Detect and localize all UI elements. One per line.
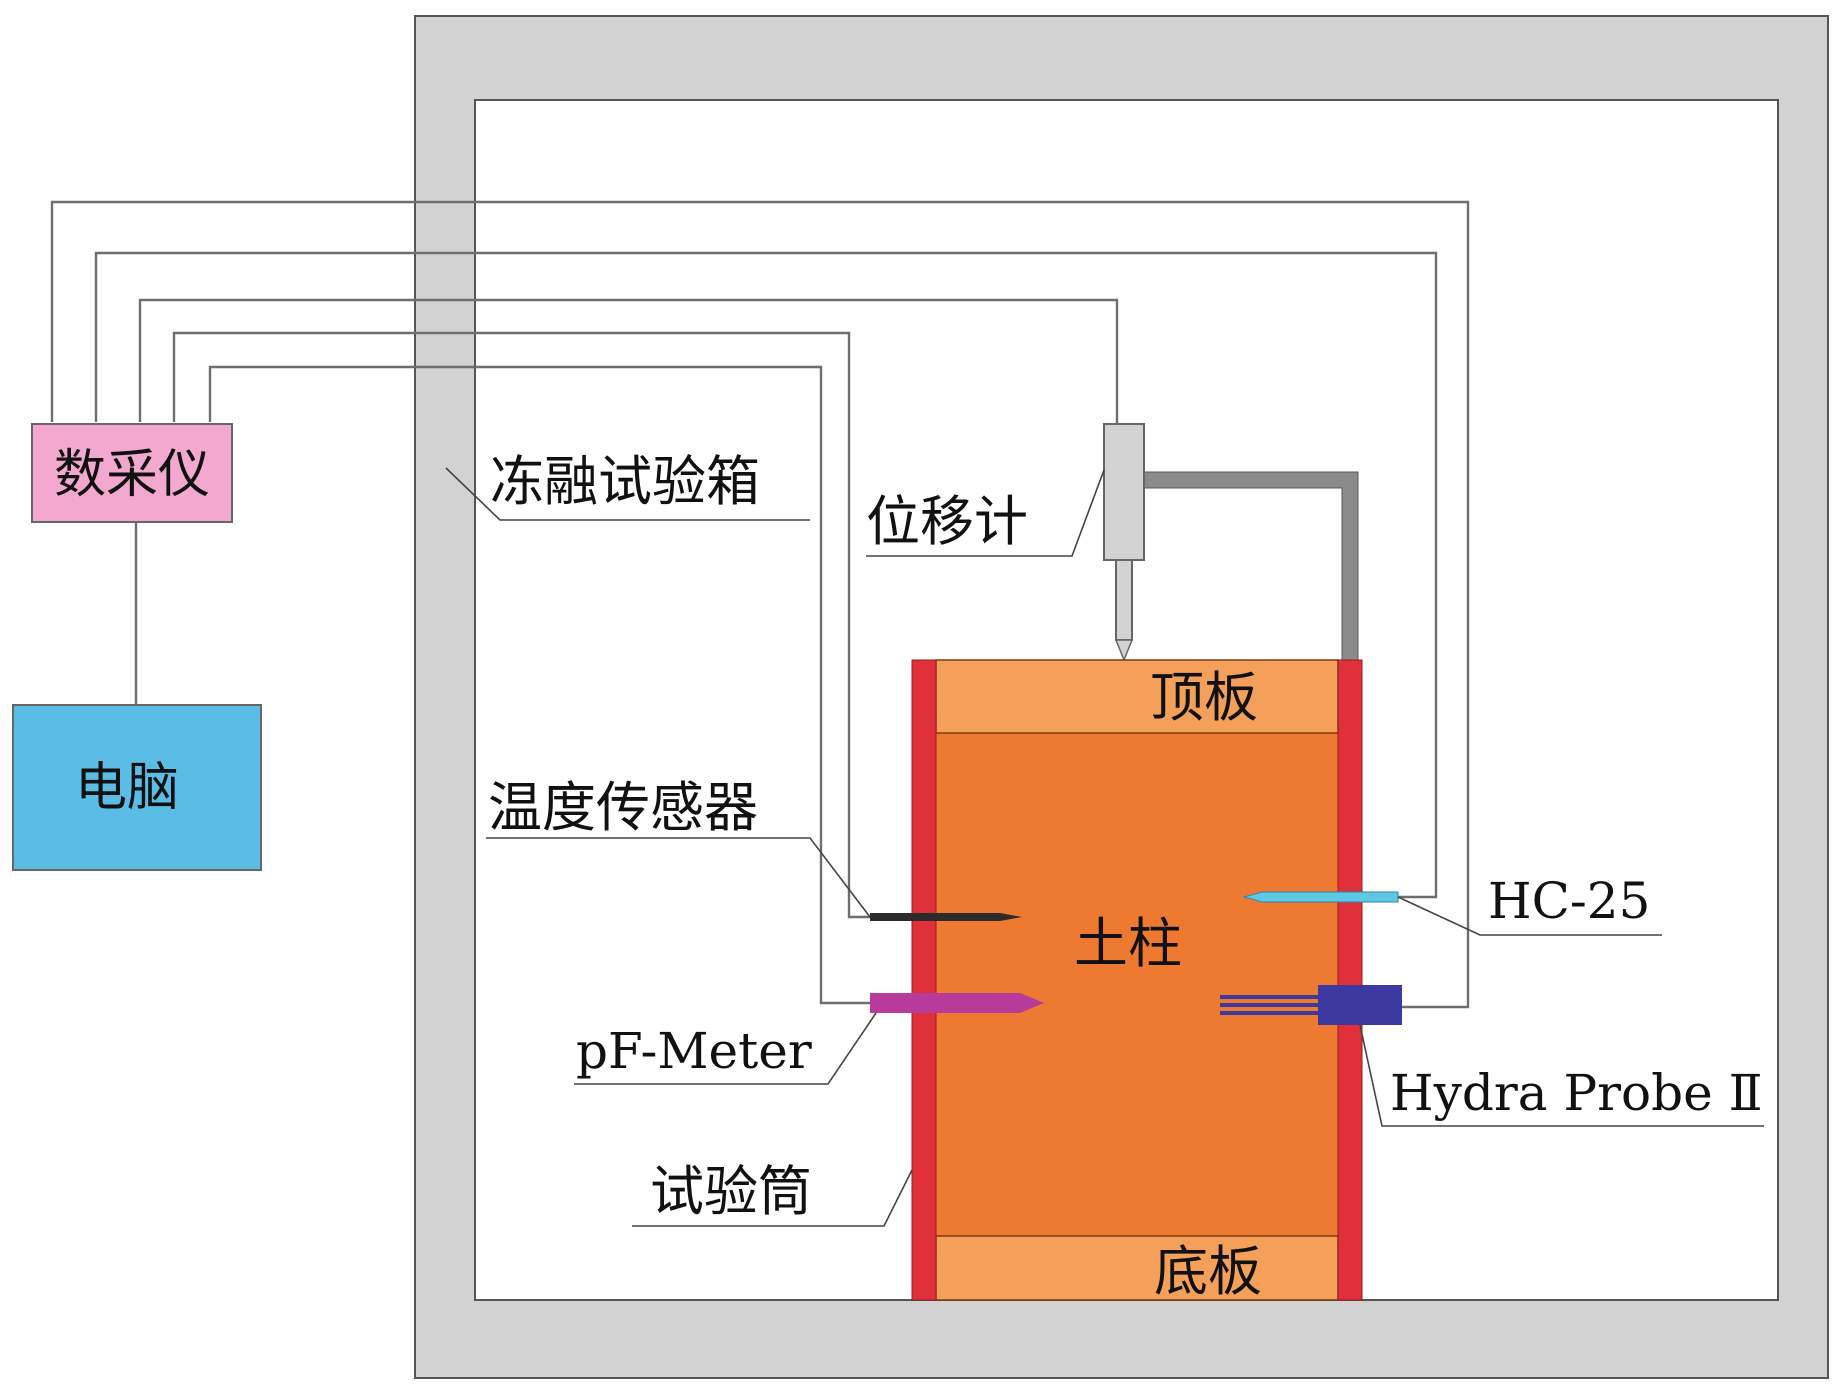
wire-temp-sensor bbox=[172, 331, 870, 919]
lvdt-support-frame bbox=[1143, 471, 1359, 663]
bottom-plate-label: 底板 bbox=[1154, 1240, 1262, 1303]
leader-hydra-probe bbox=[1359, 1024, 1764, 1127]
hydra-probe-body bbox=[1318, 985, 1402, 1025]
lvdt bbox=[1103, 423, 1145, 663]
leader-chamber bbox=[445, 467, 810, 521]
computer-box bbox=[12, 704, 262, 871]
pf-meter-probe bbox=[870, 993, 1044, 1013]
pf-meter-label: pF-Meter bbox=[576, 1022, 812, 1080]
signal-wires bbox=[50, 200, 1470, 1009]
data-logger-label: 数采仪 bbox=[54, 445, 210, 505]
leader-temp-sensor bbox=[486, 837, 871, 918]
wire-pf-meter bbox=[208, 365, 870, 1005]
computer-label: 电脑 bbox=[75, 758, 179, 818]
hydra-probe-tine bbox=[1220, 1003, 1318, 1007]
test-cylinder bbox=[911, 659, 1363, 1301]
hydra-probe-tine bbox=[1220, 995, 1318, 999]
lvdt-label: 位移计 bbox=[866, 490, 1028, 553]
leader-test-cylinder bbox=[632, 1169, 913, 1227]
test-cylinder-label: 试验筒 bbox=[650, 1160, 812, 1223]
top-plate-label: 顶板 bbox=[1150, 666, 1258, 729]
chamber-label: 冻融试验箱 bbox=[490, 450, 760, 513]
hydra-probe bbox=[1220, 985, 1402, 1025]
wire-lvdt bbox=[138, 298, 1119, 424]
lvdt-tip bbox=[1114, 639, 1134, 663]
leader-lvdt bbox=[866, 469, 1105, 557]
lvdt-body bbox=[1103, 423, 1145, 561]
lvdt-rod bbox=[1115, 559, 1133, 641]
soil-column-label: 土柱 bbox=[1074, 912, 1182, 975]
temperature-probe bbox=[870, 913, 1022, 921]
cylinder-wall-right bbox=[1337, 659, 1363, 1301]
top-plate bbox=[935, 659, 1339, 734]
temp-sensor-label: 温度传感器 bbox=[488, 776, 758, 839]
hydra-probe-label: Hydra Probe Ⅱ bbox=[1390, 1064, 1763, 1122]
soil-column bbox=[912, 660, 1362, 1300]
bottom-plate bbox=[935, 1235, 1339, 1301]
wire-hc25 bbox=[94, 251, 1438, 899]
hc25-probe bbox=[1242, 891, 1399, 903]
chamber-wall bbox=[414, 15, 1829, 1379]
hc25-label: HC-25 bbox=[1488, 872, 1650, 930]
cylinder-wall-left bbox=[911, 659, 937, 1301]
leader-hc25 bbox=[1397, 896, 1662, 936]
wire-hydra-probe bbox=[50, 200, 1470, 1009]
data-logger-box bbox=[31, 423, 233, 523]
leader-pf-meter bbox=[574, 1012, 877, 1085]
leader-lines bbox=[445, 467, 1764, 1227]
hydra-probe-tine bbox=[1220, 1011, 1318, 1015]
